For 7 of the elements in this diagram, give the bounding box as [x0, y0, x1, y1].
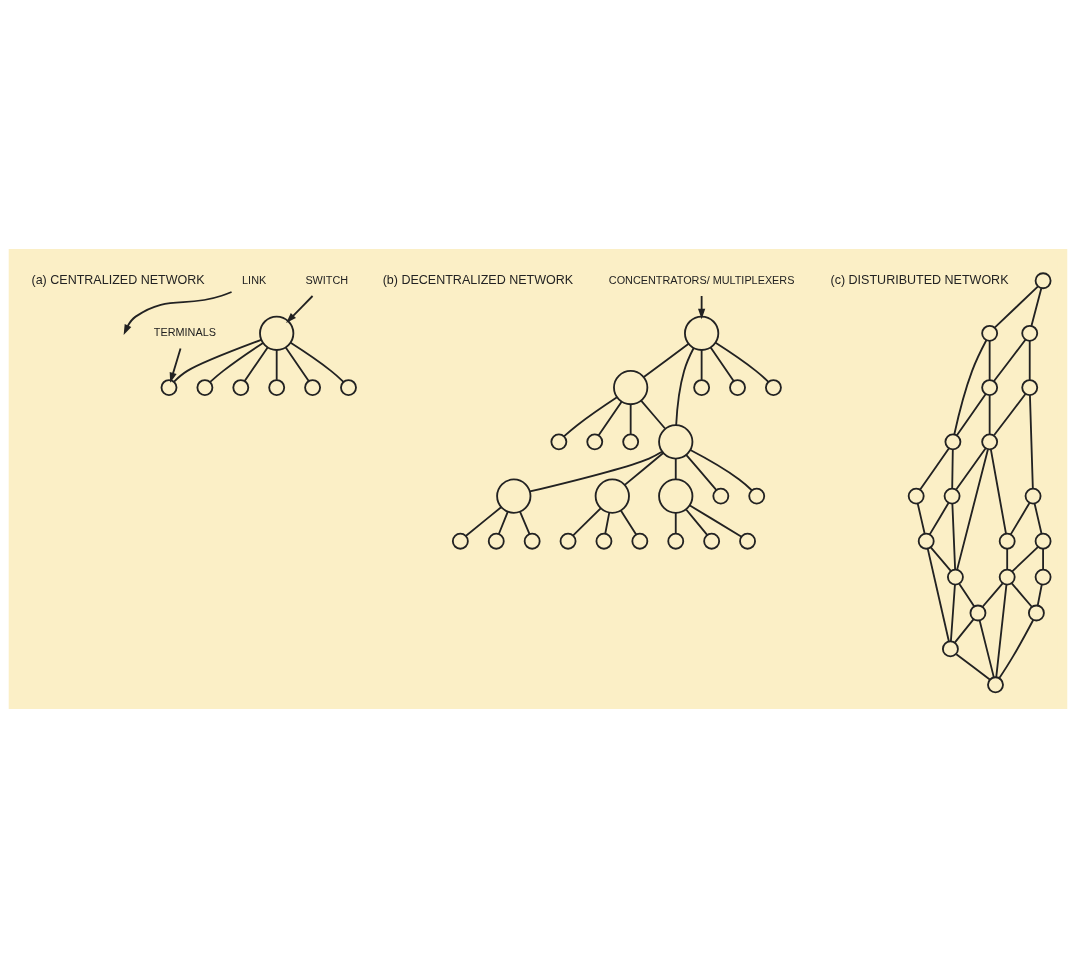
label: (a) CENTRALIZED NETWORK	[31, 272, 205, 287]
node-text: SWITCH	[305, 273, 349, 286]
node-text: TERMINALS	[153, 325, 216, 338]
node-text: CONCENTRATORS/ MULTIPLEXERS	[608, 273, 795, 286]
node-text: LINK	[242, 273, 267, 286]
label: (c) DISTURIBUTED NETWORK	[830, 272, 1009, 287]
label: (b) DECENTRALIZED NETWORK	[382, 272, 574, 287]
